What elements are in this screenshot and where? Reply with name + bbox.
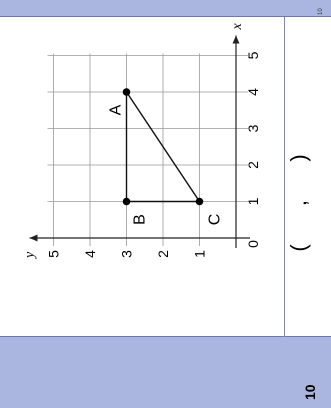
x-tick-label: 1 (245, 197, 261, 205)
answer-check-box[interactable] (290, 22, 324, 52)
y-tick-label: 2 (155, 250, 171, 258)
x-tick-label: 0 (245, 240, 261, 248)
x-axis-arrow-icon (232, 35, 240, 44)
point-a (122, 88, 131, 96)
y-axis-arrow-icon (29, 234, 38, 242)
point-label-c: C (207, 214, 224, 226)
close-parenthesis: ) (286, 154, 311, 162)
y-tick-label: 4 (82, 250, 98, 258)
triangle-side (125, 91, 201, 202)
coordinate-answer-field[interactable]: ( , ) (286, 148, 312, 258)
x-tick-label: 2 (245, 161, 261, 169)
y-axis-label: y (23, 251, 38, 260)
y-tick-label: 3 (119, 250, 135, 258)
x-tick-label: 5 (245, 51, 261, 59)
y-tick-label: 5 (46, 250, 62, 258)
question-number-band (0, 336, 331, 408)
question-number: 10 (302, 384, 318, 400)
answer-mark-label: 10 (318, 8, 324, 15)
x-tick-label: 3 (245, 124, 261, 132)
x-axis-label: x (230, 23, 245, 31)
answer-comma: , (286, 199, 311, 207)
point-b (122, 197, 131, 206)
point-c (195, 197, 204, 206)
x-tick-label: 4 (245, 88, 261, 96)
answer-check-band (0, 0, 331, 17)
open-parenthesis: ( (286, 244, 311, 252)
point-label-a: A (108, 104, 125, 115)
y-tick-label: 1 (192, 250, 208, 258)
point-label-b: B (132, 214, 149, 225)
